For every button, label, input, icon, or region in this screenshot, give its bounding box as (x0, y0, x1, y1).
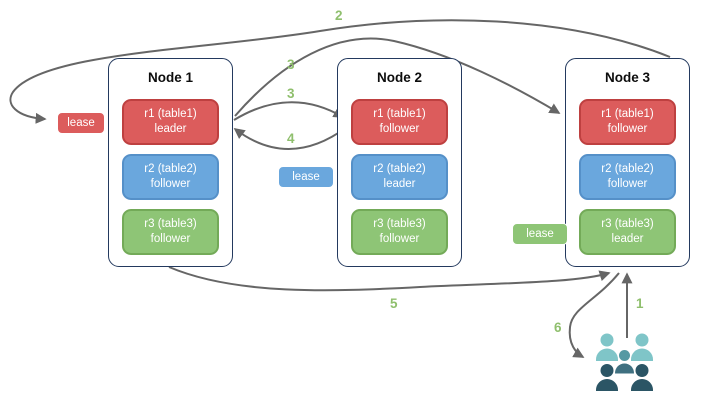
step-label-2: 2 (335, 8, 343, 23)
replica-name: r2 (table2) (144, 163, 197, 176)
lease-tag-table1: lease (57, 112, 105, 134)
replica-role: follower (607, 178, 648, 190)
node1-replica-r1-leader: r1 (table1) leader (122, 99, 219, 145)
lease-tag-table2: lease (278, 166, 334, 188)
replica-role: follower (150, 178, 191, 190)
replica-name: r3 (table3) (601, 218, 654, 231)
replica-role: follower (379, 123, 420, 135)
replica-name: r3 (table3) (144, 218, 197, 231)
step-label-3a: 3 (287, 57, 295, 72)
replica-role: leader (154, 123, 187, 135)
users-light-group (596, 333, 653, 361)
node-2-title: Node 2 (376, 70, 422, 85)
replica-name: r1 (table1) (144, 108, 197, 121)
node3-replica-r1-follower: r1 (table1) follower (579, 99, 676, 145)
node-1: Node 1 r1 (table1) leader r2 (table2) fo… (108, 58, 233, 267)
arrow-step3-node1-to-node2 (233, 101, 345, 121)
replica-name: r2 (table2) (601, 163, 654, 176)
node2-replica-r1-follower: r1 (table1) follower (351, 99, 448, 145)
users-mid-body (615, 363, 634, 374)
arrow-step5-node1-to-node3 (168, 266, 611, 292)
node-3-title: Node 3 (604, 70, 650, 85)
lease-tag-table3: lease (512, 223, 568, 245)
step-label-4: 4 (287, 131, 295, 146)
step-label-1: 1 (636, 296, 644, 311)
replica-role: follower (150, 233, 191, 245)
node-3: Node 3 r1 (table1) follower r2 (table2) … (565, 58, 690, 267)
node1-replica-r3-follower: r3 (table3) follower (122, 209, 219, 255)
node1-replica-r2-follower: r2 (table2) follower (122, 154, 219, 200)
replica-name: r2 (table2) (373, 163, 426, 176)
node2-replica-r2-leader: r2 (table2) leader (351, 154, 448, 200)
node3-replica-r2-follower: r2 (table2) follower (579, 154, 676, 200)
step-label-3b: 3 (287, 86, 295, 101)
node-1-title: Node 1 (147, 70, 193, 85)
node3-replica-r3-leader: r3 (table3) leader (579, 209, 676, 255)
users-mid-head (619, 350, 630, 361)
node2-replica-r3-follower: r3 (table3) follower (351, 209, 448, 255)
replica-name: r3 (table3) (373, 218, 426, 231)
replica-role: leader (611, 233, 644, 245)
replica-role: follower (607, 123, 648, 135)
users-icon (596, 333, 653, 391)
users-dark-group (596, 364, 653, 391)
replica-role: follower (379, 233, 420, 245)
step-label-5: 5 (390, 296, 398, 311)
step-label-6: 6 (554, 320, 562, 335)
node-2: Node 2 r1 (table1) follower r2 (table2) … (337, 58, 462, 267)
replica-name: r1 (table1) (601, 108, 654, 121)
replica-role: leader (383, 178, 416, 190)
replica-name: r1 (table1) (373, 108, 426, 121)
